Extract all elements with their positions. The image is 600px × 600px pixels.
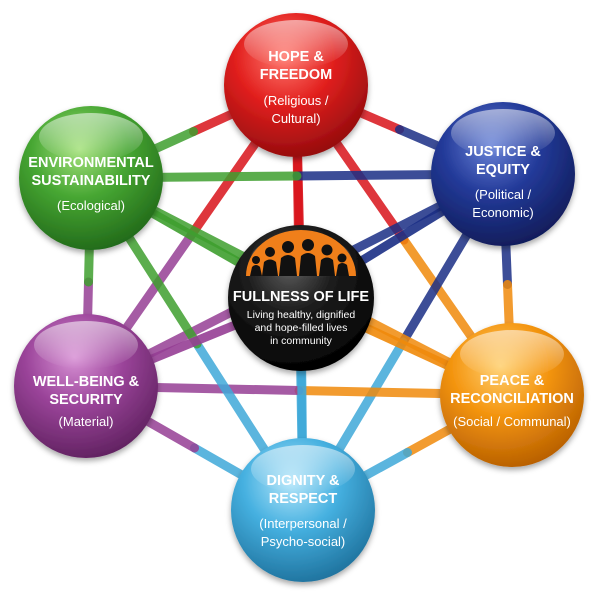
node-justice-equity-subtitle-2: Economic)	[472, 205, 533, 220]
node-dignity-respect-subtitle-2: Psycho-social)	[261, 534, 346, 549]
node-hope-freedom-title-1: HOPE &	[268, 49, 324, 65]
node-peace-reconciliation-title-2: RECONCILIATION	[450, 391, 574, 407]
node-justice-equity-title-2: EQUITY	[476, 162, 530, 178]
node-hope-freedom-gloss	[244, 20, 348, 68]
node-justice-equity: JUSTICE & EQUITY (Political / Economic)	[431, 102, 575, 246]
node-peace-reconciliation: PEACE & RECONCILIATION (Social / Communa…	[440, 323, 584, 467]
center-description-line-2: and hope-filled lives	[255, 322, 348, 334]
node-dignity-respect-gloss	[251, 445, 355, 493]
node-dignity-respect: DIGNITY & RESPECT (Interpersonal / Psych…	[231, 438, 375, 582]
node-hope-freedom-title-2: FREEDOM	[260, 67, 333, 83]
node-dignity-respect-title-1: DIGNITY &	[266, 473, 340, 489]
center-title: FULLNESS OF LIFE	[233, 289, 369, 305]
node-environmental-sustainability-title-2: SUSTAINABILITY	[32, 173, 151, 189]
node-hope-freedom-subtitle-2: Cultural)	[271, 111, 320, 126]
node-peace-reconciliation-gloss	[460, 330, 564, 378]
node-dignity-respect-subtitle-1: (Interpersonal /	[259, 516, 347, 531]
node-peace-reconciliation-subtitle-1: (Social / Communal)	[453, 414, 571, 429]
node-environmental-sustainability-subtitle-1: (Ecological)	[57, 198, 125, 213]
center-node: FULLNESS OF LIFE Living healthy, dignifi…	[228, 225, 374, 371]
node-well-being-security-title-1: WELL-BEING &	[33, 374, 140, 390]
node-dignity-respect-title-2: RESPECT	[269, 491, 338, 507]
node-justice-equity-subtitle-1: (Political /	[475, 187, 532, 202]
node-justice-equity-gloss	[451, 109, 555, 157]
node-hope-freedom-subtitle-1: (Religious /	[263, 93, 328, 108]
node-well-being-security: WELL-BEING & SECURITY (Material)	[14, 314, 158, 458]
node-justice-equity-title-1: JUSTICE &	[465, 144, 541, 160]
node-well-being-security-subtitle-1: (Material)	[59, 414, 114, 429]
node-environmental-sustainability-title-1: ENVIRONMENTAL	[28, 155, 154, 171]
node-environmental-sustainability: ENVIRONMENTAL SUSTAINABILITY (Ecological…	[19, 106, 163, 250]
node-well-being-security-title-2: SECURITY	[49, 392, 123, 408]
community-logo-icon	[246, 230, 356, 276]
node-well-being-security-gloss	[34, 321, 138, 369]
node-environmental-sustainability-gloss	[39, 113, 143, 161]
center-description-line-1: Living healthy, dignified	[247, 309, 356, 321]
node-peace-reconciliation-title-1: PEACE &	[480, 373, 545, 389]
center-description-line-3: in community	[270, 335, 333, 347]
node-hope-freedom: HOPE & FREEDOM (Religious / Cultural)	[224, 13, 368, 157]
